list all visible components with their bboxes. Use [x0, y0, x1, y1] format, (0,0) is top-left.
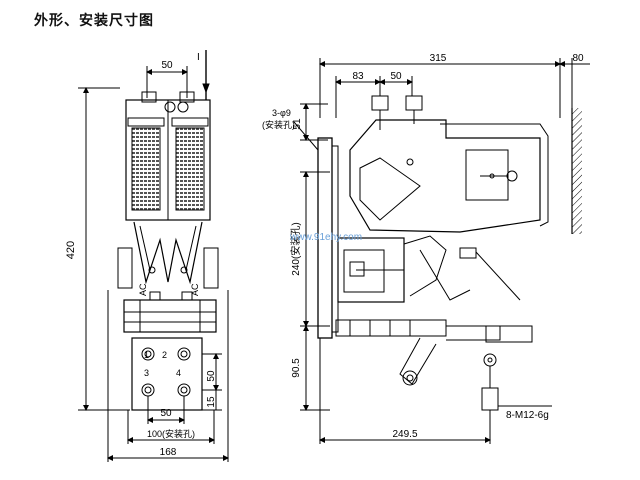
- dim-50: 50: [390, 71, 402, 82]
- dim-height-420: 420: [65, 241, 77, 259]
- dim-mount-100: 100(安装孔): [147, 428, 195, 439]
- dim-right-15: 15: [206, 396, 217, 408]
- ac-left: AC: [138, 283, 148, 296]
- dim-top-50: 50: [161, 60, 173, 71]
- hole-note-1: 3-φ9: [272, 108, 291, 118]
- dim-249-5: 249.5: [392, 429, 417, 440]
- page-title: 外形、安装尺寸图: [34, 13, 154, 29]
- label-3: 3: [144, 368, 149, 378]
- bolt-note: 8-M12-6g: [506, 410, 549, 421]
- label-2: 2: [162, 350, 167, 360]
- dim-90-5: 90.5: [291, 358, 302, 378]
- side-view: [293, 58, 590, 444]
- dim-80: 80: [572, 53, 584, 64]
- dim-right-50: 50: [206, 370, 217, 382]
- label-4: 4: [176, 368, 181, 378]
- dim-83: 83: [352, 71, 364, 82]
- section-mark: I: [197, 52, 200, 63]
- dim-51: 51: [292, 118, 303, 130]
- hole-note-2: (安装孔): [262, 119, 295, 130]
- watermark: www.91ehy.com: [290, 232, 363, 243]
- ac-right: AC: [190, 283, 200, 296]
- dim-240: 240(安装孔): [289, 222, 302, 275]
- dim-bottom-50: 50: [160, 408, 172, 419]
- dim-315: 315: [430, 53, 447, 64]
- front-view: [78, 50, 229, 462]
- dim-width-168: 168: [160, 447, 177, 458]
- label-1: 1: [144, 350, 149, 360]
